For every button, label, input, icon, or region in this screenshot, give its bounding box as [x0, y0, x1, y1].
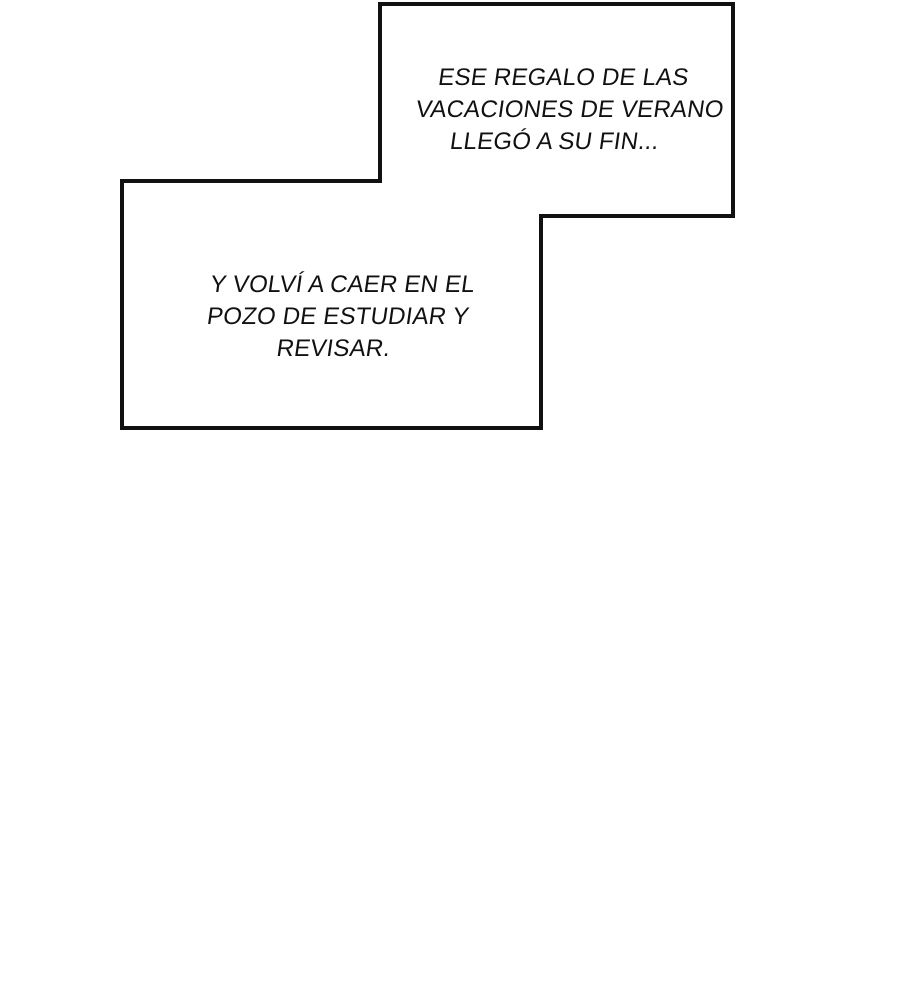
caption-bottom-line-2: POZO DE ESTUDIAR Y: [205, 303, 471, 330]
caption-top-line-2: VACACIONES DE VERANO: [414, 96, 726, 123]
caption-bottom: Y VOLVÍ A CAER EN EL POZO DE ESTUDIAR Y …: [189, 269, 486, 365]
caption-bottom-line-3: REVISAR.: [274, 335, 393, 362]
caption-top-line-1: ESE REGALO DE LAS: [436, 64, 691, 91]
caption-box-shape: [120, 2, 735, 430]
caption-bottom-line-1: Y VOLVÍ A CAER EN EL: [208, 271, 477, 298]
caption-top: ESE REGALO DE LAS VACACIONES DE VERANO L…: [409, 62, 726, 158]
caption-top-line-3: LLEGÓ A SU FIN...: [448, 128, 661, 155]
